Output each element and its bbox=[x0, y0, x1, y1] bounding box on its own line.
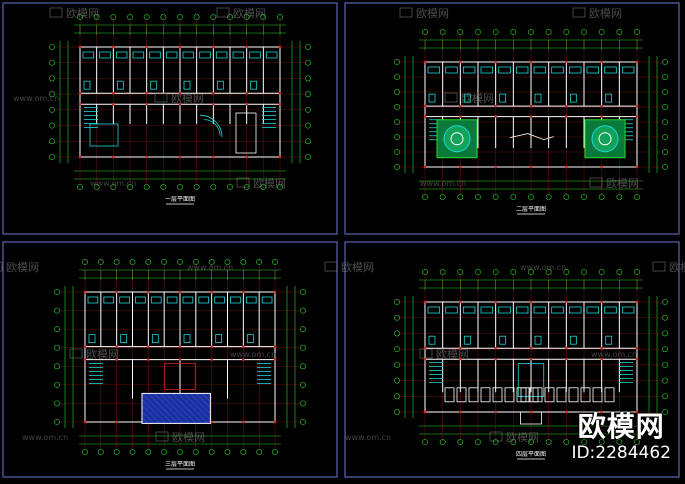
watermark: 欧模网 bbox=[589, 177, 639, 190]
id-badge: 欧模网 ID:2284462 bbox=[571, 412, 671, 464]
svg-text:欧模网: 欧模网 bbox=[171, 92, 204, 105]
svg-text:欧模网: 欧模网 bbox=[86, 348, 119, 361]
sheet-floor-4: 四层平面图 bbox=[344, 241, 680, 478]
sheet-title: 二层平面图 bbox=[516, 206, 546, 213]
watermark: www.om.cn bbox=[345, 433, 391, 442]
watermark: 欧模网 bbox=[216, 7, 266, 20]
structural-columns bbox=[78, 45, 282, 159]
watermark: www.om.cn bbox=[520, 263, 566, 272]
watermark: 欧模网 bbox=[489, 431, 539, 444]
watermark: 欧模网 bbox=[652, 261, 685, 274]
watermark: 欧模网 bbox=[0, 261, 39, 274]
watermark: 欧模网 bbox=[572, 7, 622, 20]
sheet-frame bbox=[2, 2, 338, 235]
structural-columns bbox=[423, 60, 639, 169]
fixtures bbox=[87, 296, 273, 390]
fixtures bbox=[427, 306, 635, 425]
svg-text:www.om.cn: www.om.cn bbox=[90, 179, 136, 188]
watermark: 欧模网 bbox=[444, 92, 494, 105]
watermark: 欧模网 bbox=[154, 92, 204, 105]
svg-text:欧模网: 欧模网 bbox=[253, 177, 286, 190]
watermark: 欧模网 bbox=[49, 7, 99, 20]
badge-brand: 欧模网 bbox=[577, 410, 665, 443]
svg-text:www.om.cn: www.om.cn bbox=[591, 350, 637, 359]
sheet-title: 四层平面图 bbox=[516, 451, 546, 458]
svg-text:欧模网: 欧模网 bbox=[416, 7, 449, 20]
watermark: 欧模网 bbox=[399, 7, 449, 20]
svg-text:欧模网: 欧模网 bbox=[669, 261, 685, 274]
watermark: www.om.cn bbox=[591, 350, 637, 359]
structural-columns bbox=[83, 290, 277, 424]
svg-text:www.om.cn: www.om.cn bbox=[420, 179, 466, 188]
watermark: www.om.cn bbox=[187, 263, 233, 272]
sheet-frame bbox=[2, 241, 338, 478]
svg-text:欧模网: 欧模网 bbox=[6, 261, 39, 274]
svg-text:www.om.cn: www.om.cn bbox=[520, 263, 566, 272]
svg-text:www.om.cn: www.om.cn bbox=[345, 433, 391, 442]
watermark: 欧模网 bbox=[324, 261, 374, 274]
watermark: www.om.cn bbox=[13, 94, 59, 103]
svg-text:欧模网: 欧模网 bbox=[66, 7, 99, 20]
watermark: 欧模网 bbox=[419, 348, 469, 361]
svg-text:www.om.cn: www.om.cn bbox=[13, 94, 59, 103]
watermark: www.om.cn bbox=[420, 179, 466, 188]
svg-text:www.om.cn: www.om.cn bbox=[187, 263, 233, 272]
svg-text:欧模网: 欧模网 bbox=[436, 348, 469, 361]
sheet-title: 三层平面图 bbox=[165, 461, 195, 468]
fixtures bbox=[82, 51, 278, 154]
svg-text:欧模网: 欧模网 bbox=[341, 261, 374, 274]
sheet-floor-3: 三层平面图 bbox=[2, 241, 338, 478]
svg-text:欧模网: 欧模网 bbox=[589, 7, 622, 20]
svg-text:欧模网: 欧模网 bbox=[461, 92, 494, 105]
sheet-floor-1: 一层平面图 bbox=[2, 2, 338, 235]
watermark: www.om.cn bbox=[230, 350, 276, 359]
watermark: 欧模网 bbox=[155, 431, 205, 444]
badge-id: ID:2284462 bbox=[571, 443, 671, 463]
svg-text:欧模网: 欧模网 bbox=[233, 7, 266, 20]
sheet-floor-2: 二层平面图 bbox=[344, 2, 680, 235]
watermark: 欧模网 bbox=[69, 348, 119, 361]
sheet-title: 一层平面图 bbox=[165, 196, 195, 203]
structural-columns bbox=[423, 300, 639, 414]
watermark: www.om.cn bbox=[22, 433, 68, 442]
svg-text:www.om.cn: www.om.cn bbox=[230, 350, 276, 359]
svg-text:欧模网: 欧模网 bbox=[506, 431, 539, 444]
sheet-frame bbox=[344, 2, 680, 235]
watermark: 欧模网 bbox=[236, 177, 286, 190]
svg-text:欧模网: 欧模网 bbox=[606, 177, 639, 190]
svg-text:www.om.cn: www.om.cn bbox=[22, 433, 68, 442]
watermark: www.om.cn bbox=[90, 179, 136, 188]
svg-text:欧模网: 欧模网 bbox=[172, 431, 205, 444]
sheet-frame bbox=[344, 241, 680, 478]
